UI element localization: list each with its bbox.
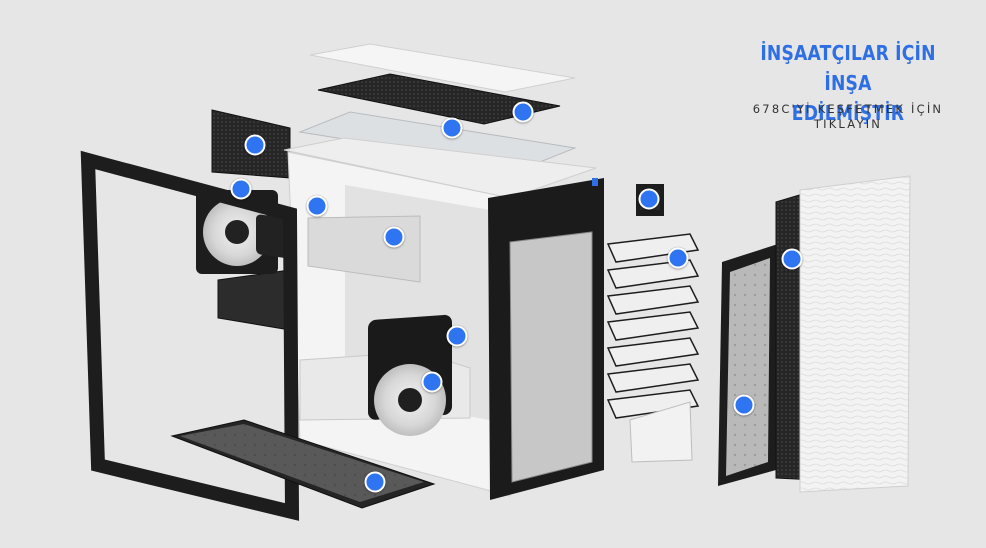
hotspot-motherboard-tray[interactable]	[446, 325, 468, 347]
front-panel-assembly	[775, 175, 911, 493]
cta-line2: TIKLAYIN	[813, 117, 883, 131]
hero-title: İNŞAATÇILAR İÇİN İNŞA EDİLMİŞTİR	[747, 38, 950, 128]
hero-title-line1: İNŞAATÇILAR İÇİN İNŞA	[760, 41, 936, 95]
hotspot-drive-sleds[interactable]	[667, 247, 689, 269]
hotspot-rgb-controller[interactable]	[638, 188, 660, 210]
front-dust-filter-frame	[718, 244, 778, 486]
hotspot-front-fan[interactable]	[421, 371, 443, 393]
cta-line1: 678C'Yİ KEŞFETMEK İÇİN	[752, 102, 944, 116]
drive-sleds-stack	[606, 233, 700, 463]
hotspot-rear-psu-shroud-panel[interactable]	[244, 134, 266, 156]
hotspot-rear-fans[interactable]	[230, 178, 252, 200]
hotspot-top-fan[interactable]	[306, 195, 328, 217]
side-glass-frame	[80, 150, 300, 521]
hotspot-front-dust-filter[interactable]	[733, 394, 755, 416]
hotspot-top-filter[interactable]	[512, 101, 534, 123]
top-mesh-filter	[317, 73, 561, 125]
hotspot-bottom-dust-filter[interactable]	[364, 471, 386, 493]
hotspot-front-panel[interactable]	[781, 248, 803, 270]
explore-678c-link[interactable]: 678C'Yİ KEŞFETMEK İÇİN TIKLAYIN	[730, 102, 966, 132]
top-panel-white	[309, 43, 576, 93]
hero-title-line2: EDİLMİŞTİR	[791, 101, 905, 125]
hotspot-top-panel-glass[interactable]	[441, 117, 463, 139]
hotspot-drive-cage-top[interactable]	[383, 226, 405, 248]
